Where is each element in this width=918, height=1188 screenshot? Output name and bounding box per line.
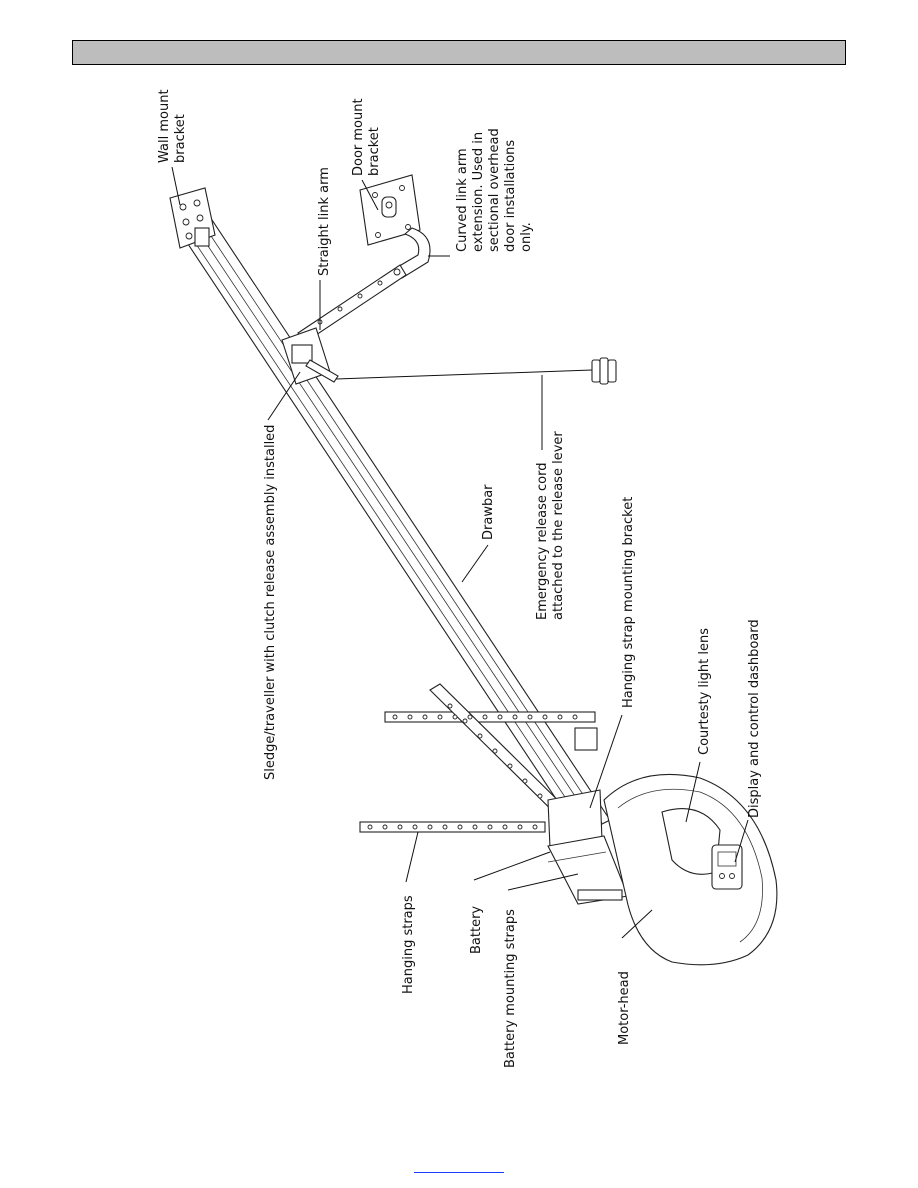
emergency-release-cord <box>335 357 617 385</box>
label-sledge-traveller: Sledge/traveller with clutch release ass… <box>263 425 278 780</box>
label-door-mount-bracket: Door mount bracket <box>351 94 382 176</box>
label-curved-link-arm: Curved link arm extension. Used in secti… <box>455 124 534 252</box>
label-courtesy-light-lens: Courtesty light lens <box>697 628 712 755</box>
label-display-control-dashboard: Display and control dashboard <box>747 619 762 818</box>
hanging-strap-mounting-bracket <box>547 727 603 849</box>
door-mount-bracket <box>359 174 421 246</box>
label-drawbar: Drawbar <box>481 484 496 540</box>
footer-link-underline[interactable] <box>414 1172 504 1173</box>
label-straight-link-arm: Straight link arm <box>317 167 332 276</box>
section-header-bar <box>72 40 846 65</box>
label-battery: Battery <box>469 906 484 954</box>
sledge-traveller <box>281 327 339 385</box>
display-control-dashboard <box>711 844 743 890</box>
label-hanging-straps: Hanging straps <box>401 895 416 994</box>
label-motor-head: Motor-head <box>617 971 632 1045</box>
label-emergency-release-cord: Emergency release cord attached to the r… <box>535 431 566 620</box>
label-hanging-strap-mounting-bracket: Hanging strap mounting bracket <box>621 497 636 708</box>
hanging-strap-holes <box>367 703 578 830</box>
leader-lines <box>171 166 749 939</box>
motor-head <box>603 773 778 966</box>
hanging-straps <box>359 683 596 837</box>
wall-mount-bracket <box>169 187 216 249</box>
label-wall-mount-bracket: Wall mount bracket <box>157 85 188 163</box>
label-battery-mounting-straps: Battery mounting straps <box>503 909 518 1068</box>
